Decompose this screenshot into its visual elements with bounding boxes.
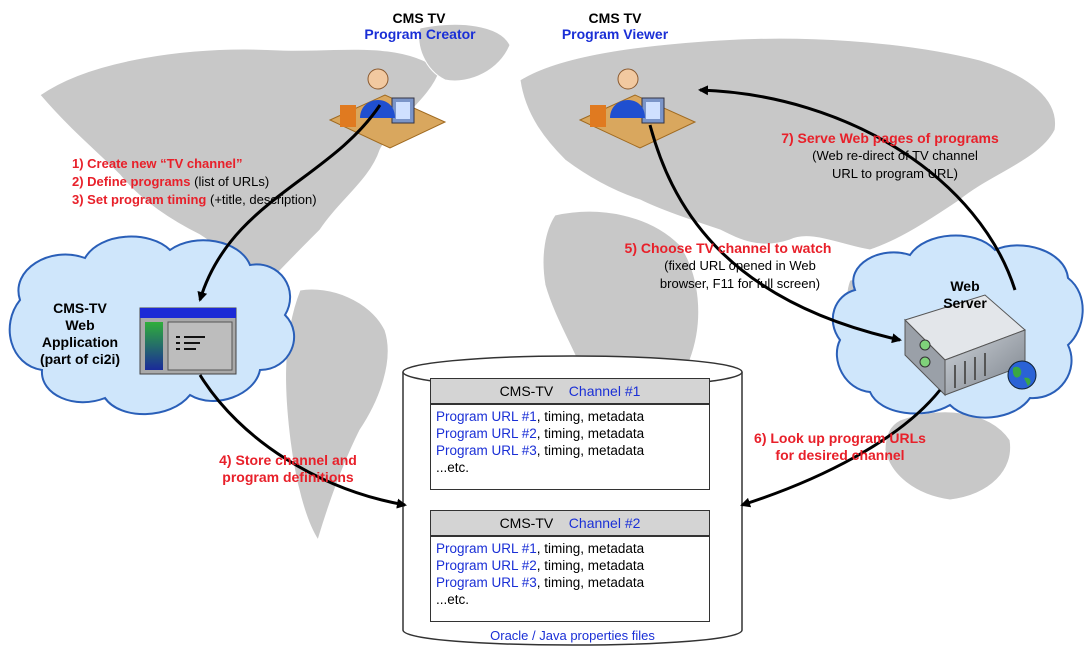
program-url: Program URL #3 <box>436 443 537 458</box>
webapp-line3: Application <box>41 334 119 350</box>
channel-1-name: Channel #1 <box>568 383 641 399</box>
channel-2-name: Channel #2 <box>568 515 641 531</box>
program-url: Program URL #2 <box>436 426 537 441</box>
globe-icon <box>1007 360 1037 390</box>
channel-2-program-1: Program URL #1, timing, metadata <box>436 540 709 557</box>
channel-2-body: Program URL #1, timing, metadata Program… <box>430 536 710 622</box>
channel-1-etc: ...etc. <box>436 460 470 475</box>
arrow-webapp-to-database <box>198 374 407 509</box>
channel-2-header: CMS-TV Channel #2 <box>430 510 710 536</box>
step1-label: 1) Create new “TV channel” <box>72 156 432 172</box>
webserver-line1: Web <box>950 278 980 294</box>
europe-asia-shape <box>519 37 1057 251</box>
step5-line3: browser, F11 for full screen) <box>659 276 821 291</box>
step2-note: (list of URLs) <box>194 174 270 189</box>
channel-1-program-2: Program URL #2, timing, metadata <box>436 425 709 442</box>
step4-line2: program definitions <box>222 469 354 485</box>
step1-text: 1) Create new “TV channel” <box>72 156 243 171</box>
step2-text: 2) Define programs <box>72 174 191 189</box>
arrow-creator-to-webapp <box>197 104 382 302</box>
channel-2-prefix: CMS-TV <box>499 515 554 531</box>
channel-1-body: Program URL #1, timing, metadata Program… <box>430 404 710 490</box>
program-url: Program URL #1 <box>436 409 537 424</box>
arrows <box>197 85 1017 509</box>
webapp-window-icon <box>139 307 237 375</box>
program-url: Program URL #2 <box>436 558 537 573</box>
program-url: Program URL #1 <box>436 541 537 556</box>
program-details: , timing, metadata <box>536 426 645 441</box>
greenland-shape <box>418 23 511 82</box>
step7-line2: (Web re-direct of TV channel <box>812 148 978 163</box>
arrow-server-to-viewer <box>698 85 1017 291</box>
database-footer: Oracle / Java properties files <box>490 628 655 643</box>
webapp-line1: CMS-TV <box>53 300 107 316</box>
channel-2-program-2: Program URL #2, timing, metadata <box>436 557 709 574</box>
creator-title: CMS TV <box>392 10 446 26</box>
creator-subtitle: Program Creator <box>364 26 476 42</box>
arrow-server-to-database <box>740 389 942 508</box>
step3-text: 3) Set program timing <box>72 192 207 207</box>
step6-line2: for desired channel <box>775 447 905 463</box>
step7-line3: URL to program URL) <box>832 166 958 181</box>
channel-2-program-3: Program URL #3, timing, metadata <box>436 574 709 591</box>
step6-line1: 6) Look up program URLs <box>754 430 926 446</box>
step2-label: 2) Define programs (list of URLs) <box>72 174 432 190</box>
creator-person-icon <box>328 68 447 149</box>
viewer-subtitle: Program Viewer <box>561 26 669 42</box>
channel-1-header: CMS-TV Channel #1 <box>430 378 710 404</box>
webapp-line4: (part of ci2i) <box>39 351 121 367</box>
step5-line1: 5) Choose TV channel to watch <box>624 240 832 256</box>
server-icon <box>904 294 1037 397</box>
program-details: , timing, metadata <box>536 558 645 573</box>
step3-note: (+title, description) <box>209 192 317 207</box>
step5-line2: (fixed URL opened in Web <box>664 258 816 273</box>
viewer-person-icon <box>578 68 697 149</box>
channel-1-prefix: CMS-TV <box>499 383 554 399</box>
program-details: , timing, metadata <box>536 541 645 556</box>
program-details: , timing, metadata <box>536 409 645 424</box>
channel-2-etc: ...etc. <box>436 592 470 607</box>
south-america-shape <box>285 288 389 542</box>
step3-label: 3) Set program timing (+title, descripti… <box>72 192 432 208</box>
step7-line1: 7) Serve Web pages of programs <box>781 130 999 146</box>
arrow-viewer-to-server <box>648 124 902 344</box>
step4-line1: 4) Store channel and <box>219 452 357 468</box>
webserver-line2: Server <box>943 295 987 311</box>
viewer-title: CMS TV <box>588 10 642 26</box>
program-url: Program URL #3 <box>436 575 537 590</box>
channel-1-program-1: Program URL #1, timing, metadata <box>436 408 709 425</box>
program-details: , timing, metadata <box>536 575 645 590</box>
program-details: , timing, metadata <box>536 443 645 458</box>
channel-1-program-3: Program URL #3, timing, metadata <box>436 442 709 459</box>
webapp-line2: Web <box>65 317 95 333</box>
